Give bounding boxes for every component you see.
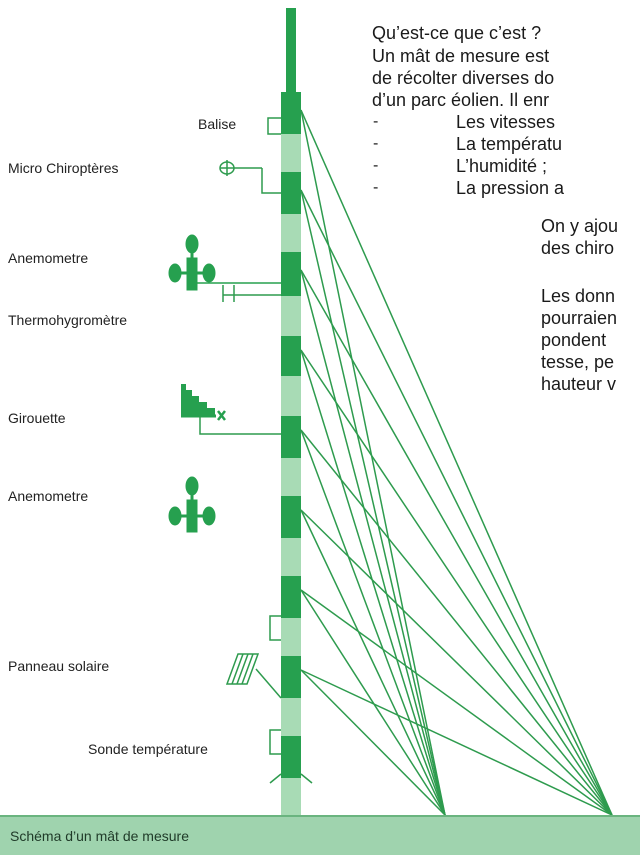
bullet-dash: -	[373, 113, 379, 130]
guy-wires	[300, 109, 613, 815]
bullet-item: L’humidité ;	[456, 156, 548, 176]
label-anemometre-top: Anemometre	[8, 250, 89, 266]
label-girouette: Girouette	[8, 410, 66, 426]
thermohygrometre-icon	[222, 285, 281, 302]
anemometer-bottom-icon	[168, 476, 216, 533]
label-micro-chiropteres: Micro Chiroptères	[8, 160, 119, 176]
balise-icon	[267, 117, 281, 135]
bracket-icon	[269, 615, 281, 641]
para3-line-3: pondent	[541, 330, 607, 350]
para3-line-1: Les donn	[541, 286, 616, 306]
text-line-2: de récolter diverses do	[372, 68, 555, 88]
heading: Qu’est-ce que c’est ?	[372, 23, 542, 43]
text-line-3: d’un parc éolien. Il enr	[372, 90, 550, 110]
label-sonde-temperature: Sonde température	[88, 741, 208, 757]
girouette-icon	[181, 384, 281, 435]
mast	[281, 92, 301, 815]
mast-diagram	[168, 8, 613, 815]
label-thermohygrometre: Thermohygromètre	[8, 312, 128, 328]
para3-line-2: pourraien	[541, 308, 618, 328]
sonde-temperature-icon	[269, 729, 313, 784]
label-balise: Balise	[198, 116, 237, 132]
label-anemometre-bottom: Anemometre	[8, 488, 89, 504]
anemometer-top-icon	[168, 234, 281, 291]
bullet-item: La pression a	[456, 178, 565, 198]
para3-line-5: hauteur v	[541, 374, 617, 394]
bullet-dash: -	[373, 135, 379, 152]
para2-line-1: On y ajou	[541, 216, 619, 236]
description-text: Qu’est-ce que c’est ? Un mât de mesure e…	[372, 23, 619, 394]
bullet-dash: -	[373, 157, 379, 174]
para2-line-2: des chiro	[541, 238, 615, 258]
caption-bar: Schéma d’un mât de mesure	[0, 815, 640, 855]
bullet-dash: -	[373, 179, 379, 196]
bullet-item: Les vitesses	[456, 112, 556, 132]
mast-antenna	[286, 8, 296, 92]
label-panneau-solaire: Panneau solaire	[8, 658, 110, 674]
solar-panel-icon	[225, 653, 282, 699]
caption: Schéma d’un mât de mesure	[10, 828, 189, 844]
micro-chiropteres-icon	[219, 160, 281, 194]
text-line-1: Un mât de mesure est	[372, 46, 550, 66]
bullet-item: La températu	[456, 134, 563, 154]
para3-line-4: tesse, pe	[541, 352, 615, 372]
